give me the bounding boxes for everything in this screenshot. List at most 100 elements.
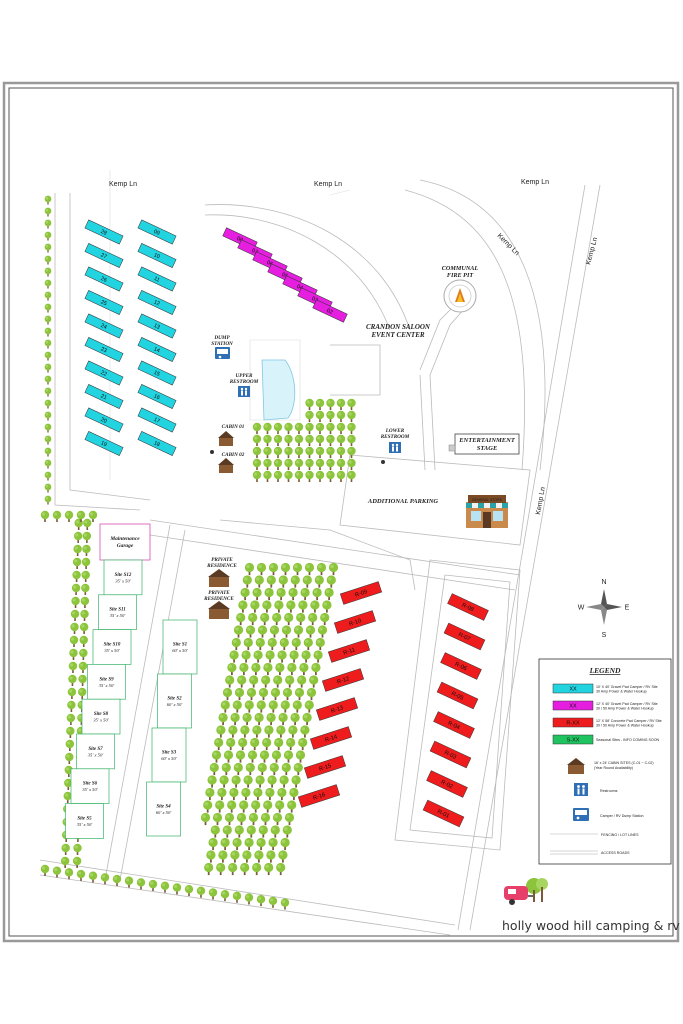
entertainment-stage [454, 433, 520, 455]
tree [273, 422, 283, 434]
seasonal-site-s3-size: 60' x 50' [161, 756, 178, 761]
additional-parking-label: ADDITIONAL PARKING [367, 498, 439, 505]
tree [314, 575, 324, 588]
site-06-label: 06 [266, 260, 274, 268]
tree [252, 434, 262, 446]
private-residence-2: PRIVATE RESIDENCE [204, 590, 234, 619]
tree [60, 856, 70, 868]
tree [347, 398, 356, 410]
tree [294, 446, 304, 458]
marker-dot [381, 460, 385, 464]
tree [288, 587, 298, 601]
tree [44, 315, 52, 325]
tree [286, 600, 296, 613]
tree [204, 862, 214, 876]
tree [229, 787, 239, 801]
tree [221, 762, 231, 776]
garage-label-2: Garage [117, 543, 134, 549]
brand-name: holly wood hill camping & rv [502, 918, 680, 933]
site-26-label: 26 [100, 276, 108, 284]
tree [287, 800, 297, 813]
tree [315, 434, 325, 446]
tree [279, 775, 289, 788]
tree [305, 410, 314, 422]
seasonal-site-s11-name: Site S11 [109, 608, 126, 613]
tree [240, 725, 250, 738]
legend-cabin-icon [567, 758, 585, 774]
tree [239, 662, 249, 676]
tree [242, 575, 252, 588]
tree [300, 587, 310, 601]
tree [273, 675, 283, 688]
site-16-label: 16 [153, 393, 161, 401]
stage-label-1: ENTERTAINMENT [458, 437, 516, 444]
site-12: 12 [137, 290, 177, 315]
tree [237, 675, 247, 688]
tree [294, 470, 304, 482]
tree [82, 544, 91, 556]
tree [264, 725, 274, 738]
tree [257, 625, 268, 638]
site-11-label: 11 [153, 276, 161, 284]
tree [207, 775, 217, 788]
tree [160, 881, 170, 893]
site-R-03: R-03 [429, 740, 472, 769]
tree [227, 800, 237, 813]
tree [231, 637, 241, 651]
compass-s: S [602, 632, 607, 639]
tree [291, 775, 301, 788]
tree [244, 837, 254, 851]
tree [64, 868, 74, 880]
tree [124, 876, 134, 888]
tree [247, 750, 258, 763]
site-R-07-label: R-07 [457, 632, 471, 643]
tree [305, 422, 314, 434]
compass-rose: N S E W [578, 579, 630, 639]
legend-dump-icon [573, 808, 589, 821]
tree [270, 825, 280, 838]
tree [196, 886, 206, 898]
tree [269, 762, 279, 776]
tree [266, 850, 276, 863]
tree [66, 726, 75, 738]
tree [326, 410, 335, 422]
site-03-label: 03 [311, 296, 319, 304]
site-02-label: 02 [326, 308, 334, 316]
tree [78, 674, 87, 686]
site-R-13: R-13 [315, 697, 359, 721]
site-10: 10 [137, 243, 177, 268]
tree [283, 750, 294, 763]
tree [267, 637, 277, 651]
garage-label-1: Maintenance [109, 536, 140, 542]
tree [285, 675, 295, 688]
site-23-label: 23 [100, 346, 108, 354]
tree [172, 883, 182, 895]
tree [69, 635, 79, 647]
tree [287, 662, 297, 676]
seasonal-site-s6-size: 35' x 50' [82, 787, 99, 792]
tree [267, 775, 277, 788]
tree [347, 434, 356, 446]
tree [294, 458, 304, 470]
site-R-12: R-12 [321, 668, 365, 692]
tree [251, 800, 261, 813]
tree [228, 725, 238, 738]
legend-restrooms-text: Restrooms [600, 789, 618, 793]
tree [260, 612, 270, 626]
tree [264, 587, 274, 601]
tree [205, 787, 215, 801]
tree [263, 662, 273, 676]
tree [256, 700, 266, 713]
tree [71, 596, 80, 608]
tree [276, 862, 286, 876]
site-R-07: R-07 [443, 622, 486, 651]
tree [347, 410, 356, 422]
compass-n: N [601, 579, 606, 586]
site-10-label: 10 [153, 252, 161, 260]
tree [280, 700, 290, 713]
